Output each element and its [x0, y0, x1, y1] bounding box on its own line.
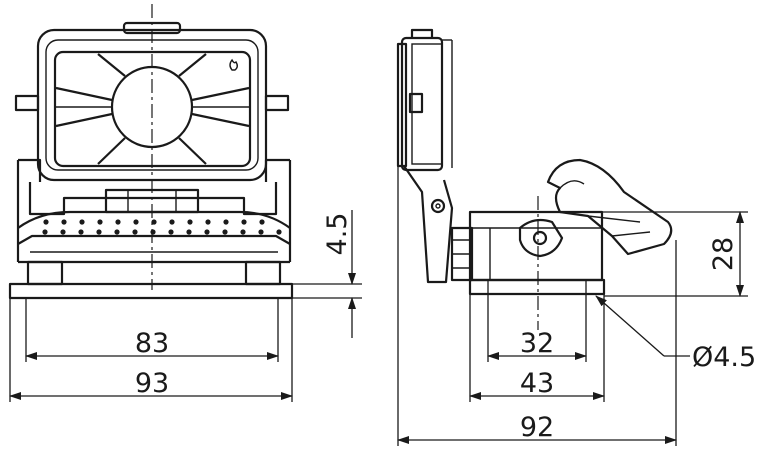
rib-dot [205, 219, 211, 225]
rib-dot [115, 219, 121, 225]
dim-32-label: 32 [520, 328, 554, 359]
rib-dot [132, 229, 138, 235]
dim-diameter-label: Ø4.5 [692, 342, 756, 373]
rib-dot [259, 219, 265, 225]
dim-4-5-label: 4.5 [322, 213, 353, 256]
side-view [396, 28, 673, 330]
rib-dot [186, 229, 192, 235]
rib-dot [276, 229, 282, 235]
rib-dot [97, 219, 103, 225]
rib-dot [187, 219, 193, 225]
rib-dot [240, 229, 246, 235]
rib-dot [258, 229, 264, 235]
rib-dot [79, 219, 85, 225]
rib-dot [151, 219, 157, 225]
rib-dot [169, 219, 175, 225]
dim-83-label: 83 [135, 328, 169, 359]
front-view [8, 4, 294, 300]
dim-93-label: 93 [135, 368, 169, 399]
rib-dot [43, 219, 49, 225]
flame-icon [229, 58, 238, 71]
rib-dot [42, 229, 48, 235]
dim-43-label: 43 [520, 368, 554, 399]
rib-dot [223, 219, 229, 225]
side-dimensions [397, 166, 748, 446]
rib-dots [42, 219, 282, 235]
rib-dot [60, 229, 66, 235]
rib-dot [241, 219, 247, 225]
dim-28-label: 28 [708, 237, 739, 271]
rib-dot [204, 229, 210, 235]
rib-dot [61, 219, 67, 225]
rib-dot [150, 229, 156, 235]
rib-dot [222, 229, 228, 235]
front-dimensions [9, 210, 362, 402]
rib-dot [133, 219, 139, 225]
dim-92-label: 92 [520, 412, 554, 443]
rib-dot [78, 229, 84, 235]
rib-dot [168, 229, 174, 235]
rib-dot [96, 229, 102, 235]
rib-dot [114, 229, 120, 235]
